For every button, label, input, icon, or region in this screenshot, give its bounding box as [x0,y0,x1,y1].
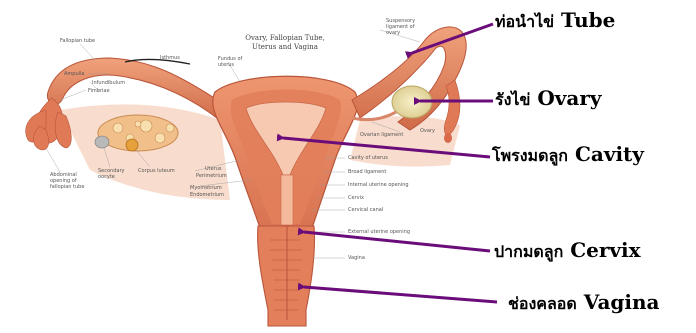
label-vagina-thai: ช่องคลอด [508,294,577,313]
label-secondary-oocyte: Secondary oocyte [98,168,126,180]
label-cavity: โพรงมดลูก Cavity [492,142,644,169]
label-ovarian-ligament: Ovarian ligament [360,132,403,138]
label-ovary: รังไข่ Ovary [495,86,602,113]
diagram-title: Ovary, Fallopian Tube, Uterus and Vagina [220,34,350,52]
label-cervix-small: Cervix [348,195,364,201]
label-cavity-of-uterus: Cavity of uterus [348,155,388,161]
label-cervix-english: Cervix [570,238,640,262]
label-cervix-thai: ปากมดลูก [494,242,563,261]
label-vagina: ช่องคลอด Vagina [508,290,660,317]
label-endometrium: Endometrium [190,192,224,198]
label-abdominal-opening: Abdominal opening of fallopian tube [50,172,90,190]
label-ampulla: Ampulla [64,71,84,77]
fimbria-bud [444,133,452,143]
label-cavity-thai: โพรงมดลูก [492,146,568,165]
label-internal-os: Internal uterine opening [348,182,409,188]
label-vagina-small: Vagina [348,255,365,261]
label-ovary-english: Ovary [537,86,601,110]
label-tube-thai: ท่อนำไข่ [495,12,554,31]
arrow-vagina [304,287,497,302]
label-ovary-thai: รังไข่ [495,90,530,109]
label-tube-english: Tube [561,8,615,32]
label-suspensory-ligament: Suspensory ligament of ovary [386,18,422,36]
title-line-1: Ovary, Fallopian Tube, [220,34,350,43]
label-fundus: Fundus of uterus [218,56,246,68]
title-line-2: Uterus and Vagina [220,43,350,52]
label-cervix: ปากมดลูก Cervix [494,238,641,265]
label-perimetrium: Perimetrium [196,173,227,179]
label-cavity-english: Cavity [575,142,644,166]
label-ovary-small: Ovary [420,128,435,134]
label-tube: ท่อนำไข่ Tube [495,8,615,35]
label-broad-ligament: Broad ligament [348,169,386,175]
secondary-oocyte [95,136,109,148]
label-infundibulum: Infundibulum [92,80,125,86]
label-cervical-canal: Cervical canal [348,207,383,213]
label-isthmus: Isthmus [160,55,180,61]
label-fimbriae: Fimbriae [88,88,110,94]
left-fimbriae [26,98,72,150]
vagina [258,226,315,326]
label-vagina-english: Vagina [584,290,660,314]
label-uterus: Uterus [205,166,222,172]
label-corpus-luteum: Corpus luteum [138,168,175,174]
label-fallopian-tube: Fallopian tube [60,38,95,44]
label-external-os: External uterine opening [348,229,410,235]
corpus-luteum [126,139,138,151]
label-myometrium: Myometrium [190,185,222,191]
cervical-canal [281,175,293,225]
